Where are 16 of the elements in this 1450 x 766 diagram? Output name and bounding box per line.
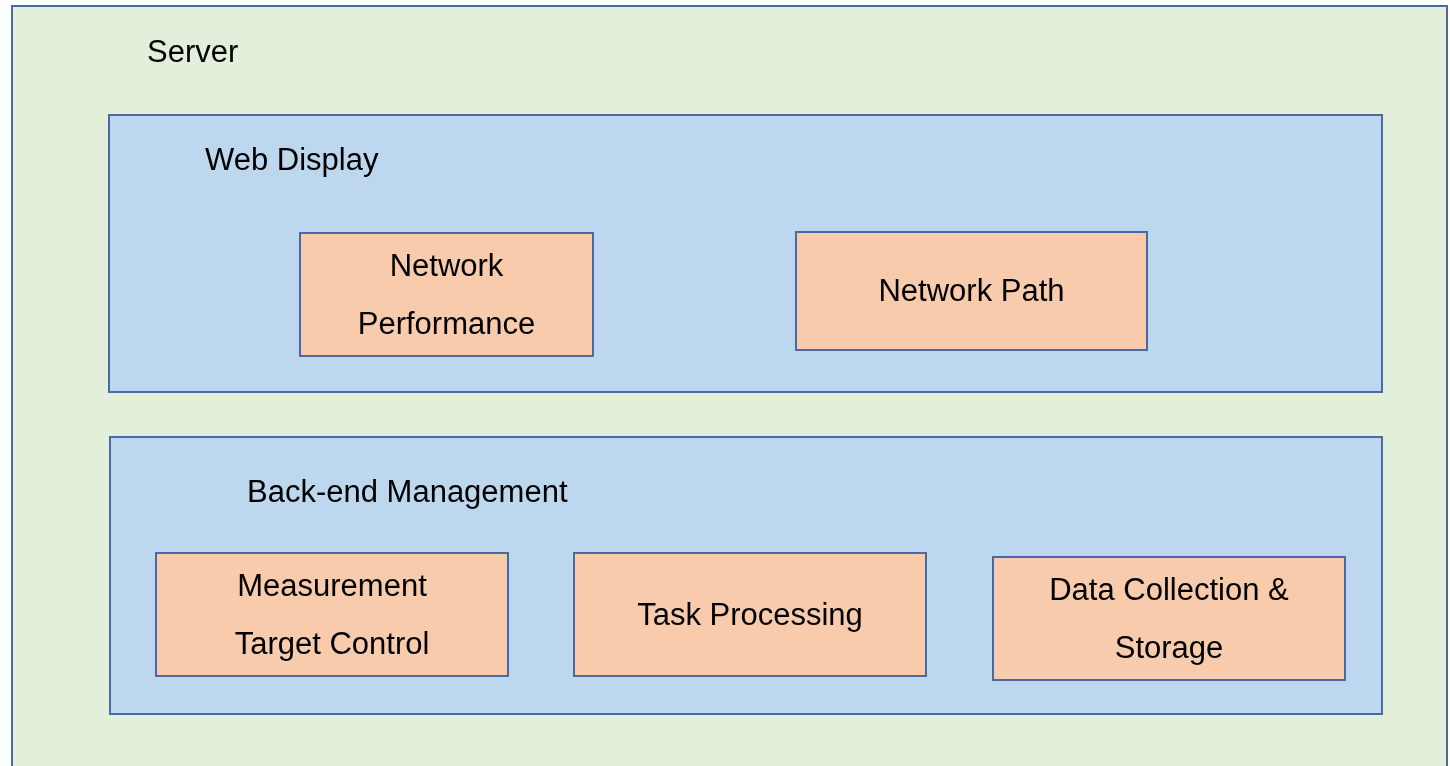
module-box (795, 231, 1148, 351)
module-label: Measurement Target Control (233, 566, 431, 663)
module-box (573, 552, 927, 677)
module-box (155, 552, 509, 677)
section-title: Server (147, 34, 239, 70)
module-label: Data Collection & Storage (1048, 570, 1290, 667)
module-box (299, 232, 594, 357)
module-label: Task Processing (637, 595, 863, 634)
section-title: Web Display (205, 142, 379, 178)
module-box (992, 556, 1346, 681)
module-label: Network Path (878, 272, 1065, 310)
section-panel (109, 436, 1383, 715)
section-title: Back-end Management (247, 474, 568, 510)
module-label: Network Performance (356, 246, 537, 343)
section-panel (108, 114, 1383, 393)
container-panel (11, 5, 1448, 766)
